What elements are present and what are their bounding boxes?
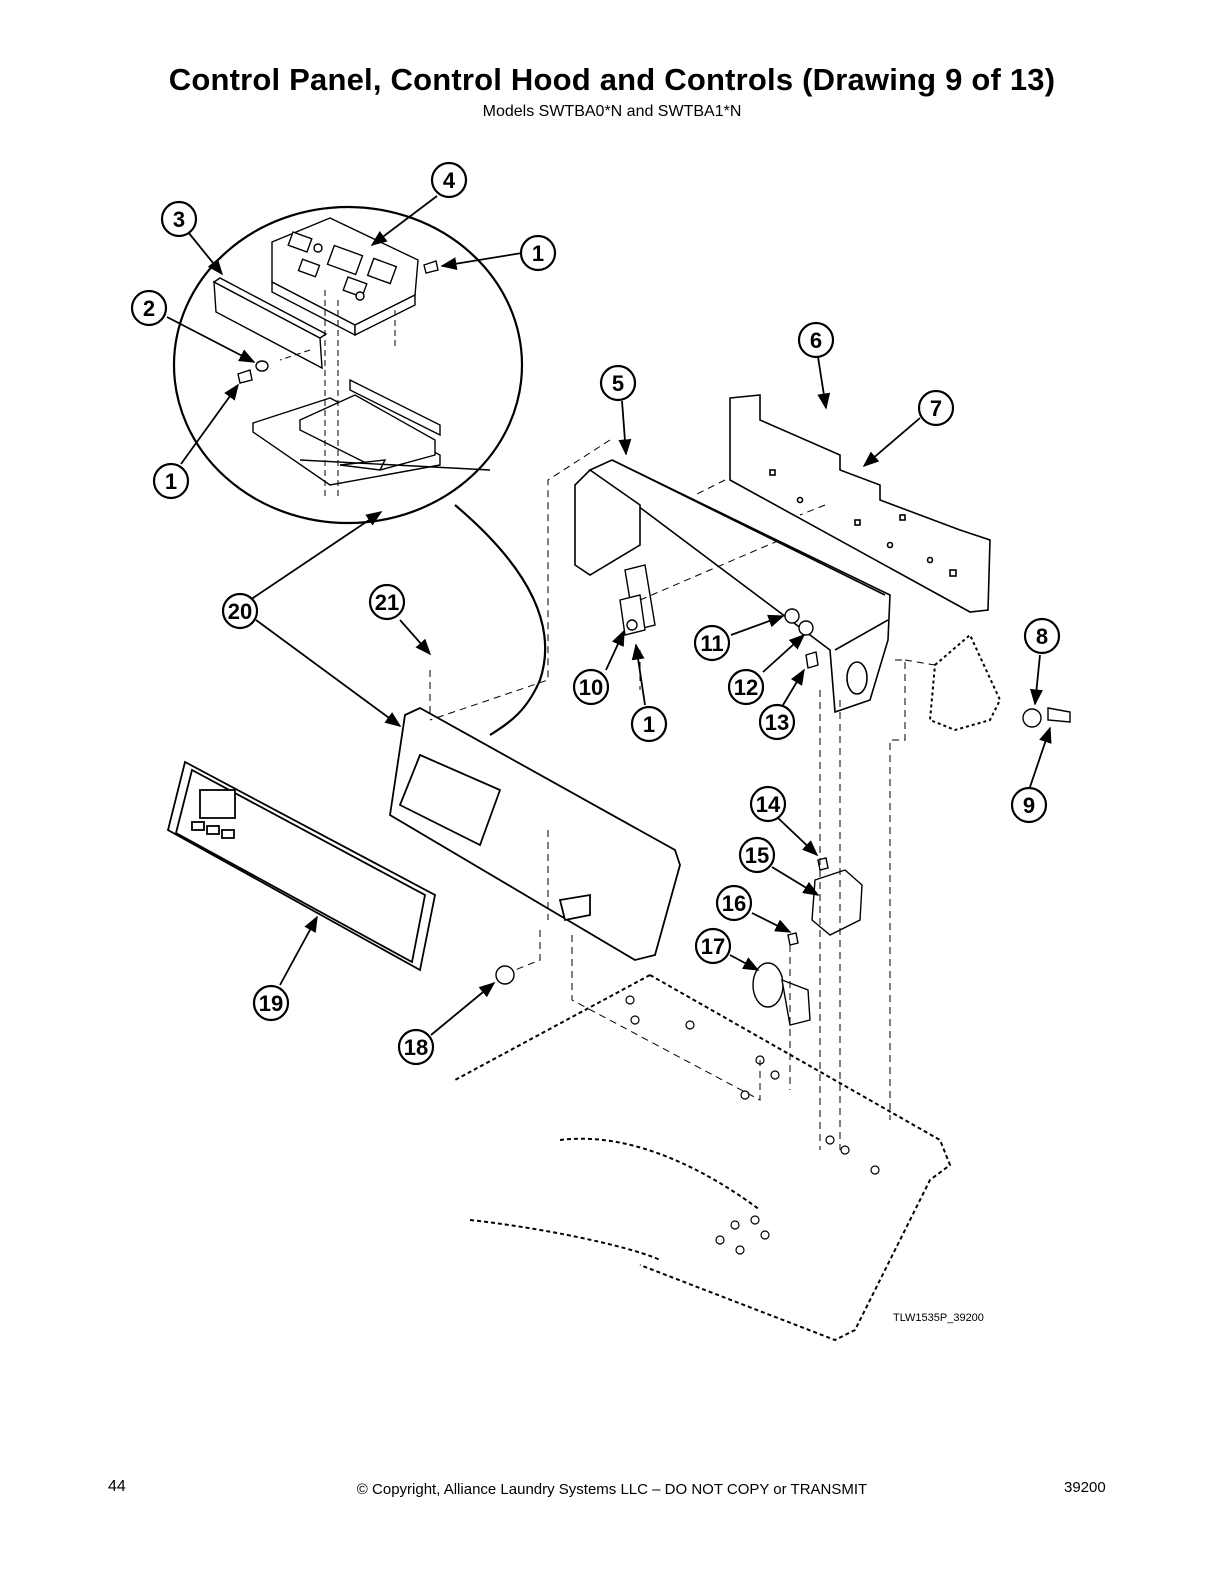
callout-label: 2 <box>143 296 155 321</box>
page-title: Control Panel, Control Hood and Controls… <box>168 62 1056 97</box>
cabinet-holes <box>625 995 880 1255</box>
control-hood <box>574 459 891 714</box>
callout-circle <box>160 200 198 238</box>
callout-circle <box>693 624 731 662</box>
callout-20: 20 <box>221 592 259 630</box>
callout-14: 14 <box>749 785 787 823</box>
callout-label: 16 <box>722 891 746 916</box>
callout-1: 1 <box>519 234 557 272</box>
callout-label: 5 <box>612 371 624 396</box>
callout-4: 4 <box>430 161 468 199</box>
callout-8: 8 <box>1023 617 1061 655</box>
control-panel <box>389 706 681 961</box>
callout-label: 1 <box>643 712 655 737</box>
callout-circle <box>758 703 796 741</box>
callout-3: 3 <box>160 200 198 238</box>
callout-circle <box>727 668 765 706</box>
switch-component <box>619 564 656 636</box>
callout-circle <box>572 668 610 706</box>
document-number: 39200 <box>1064 1479 1106 1496</box>
callout-label: 10 <box>579 675 603 700</box>
callout-label: 6 <box>810 328 822 353</box>
callout-19: 19 <box>252 984 290 1022</box>
pressure-switch <box>752 962 811 1026</box>
callout-12: 12 <box>727 668 765 706</box>
callout-label: 21 <box>375 590 399 615</box>
transformer <box>787 857 863 946</box>
callout-circle <box>221 592 259 630</box>
callout-circle <box>252 984 290 1022</box>
board-bracket <box>212 277 328 370</box>
leader-arrows <box>166 195 1052 1036</box>
callout-circle <box>130 289 168 327</box>
callout-label: 7 <box>930 396 942 421</box>
callout-label: 19 <box>259 991 283 1016</box>
control-overlay <box>166 760 437 972</box>
callout-circle <box>519 234 557 272</box>
callout-13: 13 <box>758 703 796 741</box>
cabinet-top <box>454 974 952 1342</box>
callout-circle <box>694 927 732 965</box>
callout-label: 1 <box>532 241 544 266</box>
callout-circle <box>630 705 668 743</box>
callout-circle <box>599 364 637 402</box>
callout-label: 1 <box>165 469 177 494</box>
callout-circle <box>738 836 776 874</box>
callout-label: 8 <box>1036 624 1048 649</box>
callout-label: 17 <box>701 934 725 959</box>
detail-tray <box>252 378 491 486</box>
callout-15: 15 <box>738 836 776 874</box>
callout-circle <box>1023 617 1061 655</box>
callout-11: 11 <box>693 624 731 662</box>
callout-label: 3 <box>173 207 185 232</box>
callout-1: 1 <box>630 705 668 743</box>
callout-label: 13 <box>765 710 789 735</box>
callout-circle <box>1010 786 1048 824</box>
page-subtitle: Models SWTBA0*N and SWTBA1*N <box>482 103 742 120</box>
callout-7: 7 <box>917 389 955 427</box>
callout-16: 16 <box>715 884 753 922</box>
copyright-notice: © Copyright, Alliance Laundry Systems LL… <box>356 1481 868 1498</box>
callout-9: 9 <box>1010 786 1048 824</box>
callout-label: 20 <box>228 599 252 624</box>
callout-label: 4 <box>443 168 456 193</box>
callout-label: 9 <box>1023 793 1035 818</box>
detail-screw <box>237 260 439 384</box>
button-part <box>495 965 515 985</box>
knob-hardware <box>784 608 819 669</box>
callout-1: 1 <box>152 462 190 500</box>
callout-circle <box>917 389 955 427</box>
callout-circle <box>430 161 468 199</box>
callout-label: 18 <box>404 1035 428 1060</box>
drawing-reference-code: TLW1535P_39200 <box>893 1312 984 1324</box>
callout-circle <box>749 785 787 823</box>
callout-18: 18 <box>397 1028 435 1066</box>
page-number: 44 <box>108 1478 126 1495</box>
callout-21: 21 <box>368 583 406 621</box>
nut-and-bolt <box>1022 707 1071 728</box>
callout-label: 12 <box>734 675 758 700</box>
detail-circle <box>172 205 547 736</box>
callout-label: 15 <box>745 843 769 868</box>
callout-circle <box>797 321 835 359</box>
dotted-bracket <box>928 633 1002 732</box>
callout-label: 11 <box>700 631 723 656</box>
callout-label: 14 <box>756 792 781 817</box>
callout-circle <box>397 1028 435 1066</box>
callout-circle <box>152 462 190 500</box>
detail-dashed-guides <box>279 290 396 500</box>
rear-plate <box>729 394 991 613</box>
callout-2: 2 <box>130 289 168 327</box>
callout-5: 5 <box>599 364 637 402</box>
callout-17: 17 <box>694 927 732 965</box>
callout-circle <box>715 884 753 922</box>
callout-10: 10 <box>572 668 610 706</box>
callout-6: 6 <box>797 321 835 359</box>
callout-circle <box>368 583 406 621</box>
